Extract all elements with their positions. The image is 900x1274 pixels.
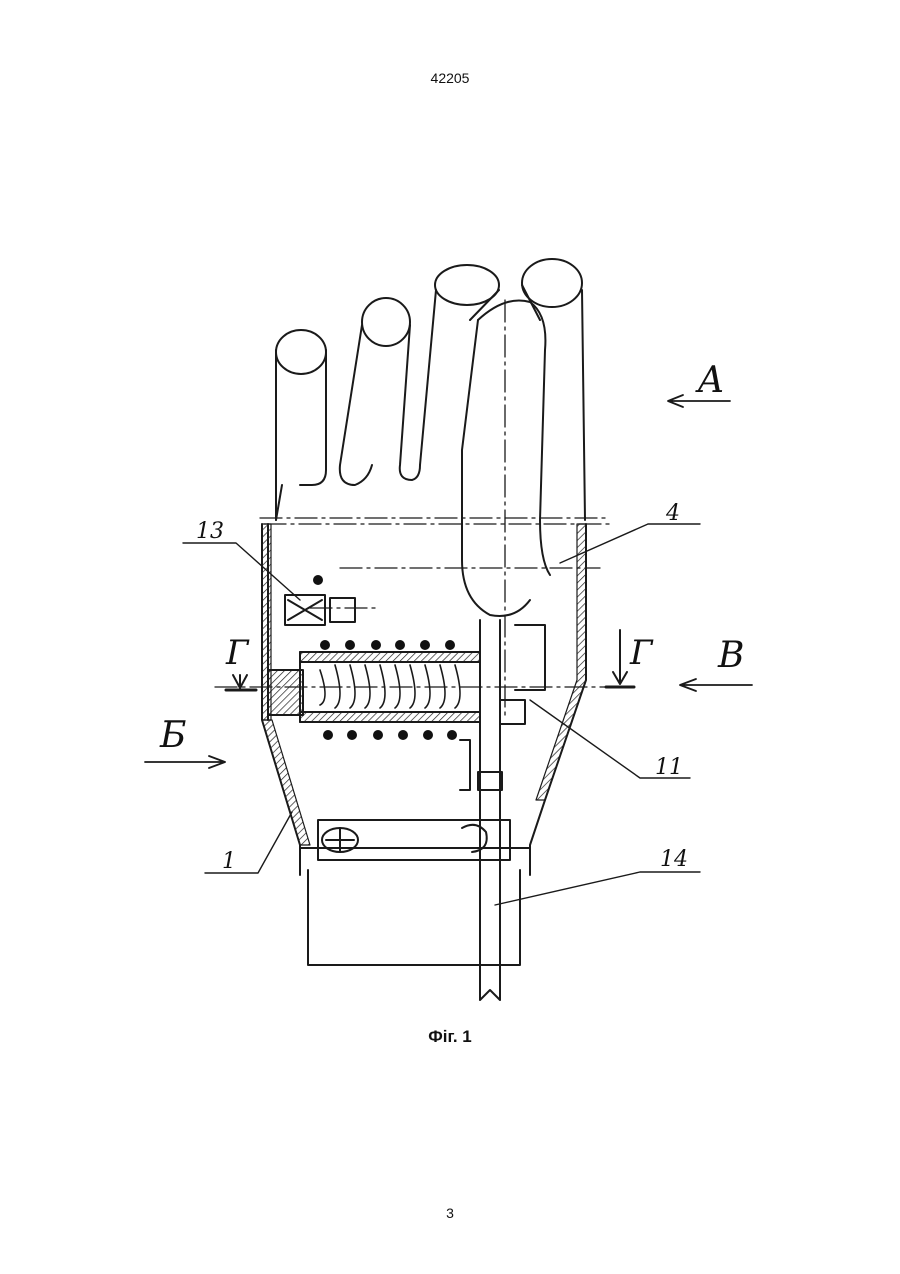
finger-little [276, 330, 326, 520]
callout-11: 11 [655, 755, 683, 780]
view-label-v: В [717, 635, 744, 676]
view-label-b: Б [159, 715, 186, 756]
callout-13: 13 [196, 519, 224, 544]
section-label-right: Г [629, 633, 654, 673]
rod [460, 620, 545, 1000]
figure-caption: Фіг. 1 [0, 1027, 900, 1047]
callout-14: 14 [660, 847, 688, 872]
thumb [462, 300, 550, 616]
palm-housing [262, 524, 586, 875]
bolt-assembly [285, 595, 355, 625]
callout-4: 4 [665, 501, 680, 526]
finger-ring [340, 298, 420, 485]
finger-middle [420, 265, 499, 465]
view-label-a: A [695, 360, 724, 401]
page-number: 3 [0, 1205, 900, 1221]
section-label-left: Г [225, 633, 250, 673]
callout-1: 1 [222, 849, 236, 874]
finger-index [522, 259, 585, 520]
adapter-tube [308, 820, 520, 965]
